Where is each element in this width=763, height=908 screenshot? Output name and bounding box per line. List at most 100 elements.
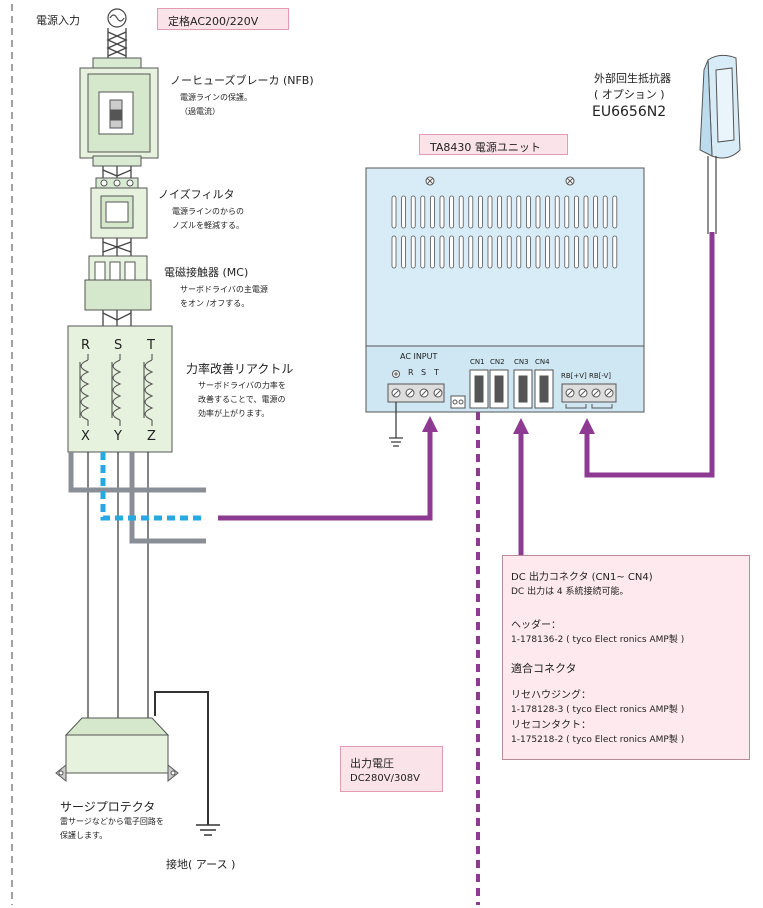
ac-source-icon xyxy=(107,8,127,28)
vent-slot xyxy=(516,195,522,229)
vent-slot xyxy=(535,235,541,269)
dc-connector-box: DC 出力コネクタ (CN1~ CN4) DC 出力は 4 系統接続可能。 ヘッ… xyxy=(502,555,750,760)
purple-ac-line xyxy=(218,428,433,521)
cn2-label: CN2 xyxy=(490,358,505,366)
vent-slot xyxy=(554,235,560,269)
wires-filter-mc xyxy=(102,238,132,256)
vent-slot xyxy=(458,195,464,229)
mc-desc-1: サーボドライバの主電源 xyxy=(180,285,268,294)
dc-compatible: 適合コネクタ xyxy=(511,662,577,675)
vent-slot xyxy=(468,235,474,269)
reactor-box xyxy=(67,325,173,453)
vent-slot xyxy=(391,195,397,229)
vent-slot xyxy=(497,195,503,229)
vent-slot xyxy=(535,195,541,229)
vent-slot xyxy=(516,235,522,269)
reactor-desc-1: サーボドライバの力率を xyxy=(198,381,286,390)
vent-slot xyxy=(439,195,445,229)
vent-slot xyxy=(391,235,397,269)
nfb-desc-2: （過電流） xyxy=(180,107,220,116)
vent-slot xyxy=(429,195,435,229)
vent-slot xyxy=(487,235,493,269)
nfb-title: ノーヒューズブレーカ (NFB) xyxy=(170,74,314,87)
vent-slot xyxy=(583,235,589,269)
vent-slot xyxy=(506,235,512,269)
ac-terminal-s: S xyxy=(421,368,427,377)
vent-slot xyxy=(564,235,570,269)
vent-slot xyxy=(497,235,503,269)
external-resistor-shape xyxy=(699,54,741,234)
ground-label: 接地( アース ) xyxy=(166,858,236,871)
reactor-terminal-x: X xyxy=(81,429,90,444)
vent-slot xyxy=(401,195,407,229)
reactor-output-wires xyxy=(87,452,149,718)
rb-terminal-block xyxy=(561,383,617,409)
arrow-cn xyxy=(513,418,529,434)
rb-plus-label: RB[+V] xyxy=(561,372,587,380)
surge-desc-1: 雷サージなどから電子回路を xyxy=(60,817,164,826)
dc-title: DC 出力コネクタ (CN1~ CN4) xyxy=(511,572,653,583)
vent-slot xyxy=(593,195,598,229)
surge-protector-shape xyxy=(55,717,179,783)
cn4-label: CN4 xyxy=(535,358,550,366)
vent-slot xyxy=(602,235,608,269)
vent-slot xyxy=(593,235,598,269)
vent-slot xyxy=(458,235,464,269)
ground-icon xyxy=(196,824,220,836)
ac-terminal-t: T xyxy=(434,368,439,377)
output-voltage-title: 出力電圧 xyxy=(350,757,394,770)
reactor-terminal-s: S xyxy=(114,338,123,353)
vent-slot xyxy=(583,195,589,229)
rating-label: 定格AC200/220V xyxy=(168,15,259,28)
ground-wire xyxy=(154,691,209,825)
surge-desc-2: 保護します。 xyxy=(60,831,108,840)
vent-slot xyxy=(612,235,618,269)
vent-slot xyxy=(574,235,579,269)
dc-note: DC 出力は 4 系統接続可能。 xyxy=(511,587,629,597)
dc-housing-label: リセハウジング： xyxy=(511,690,591,701)
mc-contactor-shape xyxy=(84,255,152,311)
vent-slot xyxy=(420,195,426,229)
wires-mc-reactor xyxy=(102,310,132,326)
reactor-terminal-y: Y xyxy=(114,429,122,444)
reactor-desc-3: 効率が上がります。 xyxy=(198,409,270,418)
vent-slot xyxy=(468,195,474,229)
vent-slot xyxy=(410,195,416,229)
dc-contact-label: リセコンタクト： xyxy=(511,720,591,731)
noise-filter-desc-2: ノズルを軽減する。 xyxy=(172,221,244,230)
earth-terminal-icon xyxy=(392,370,400,378)
reactor-terminal-r: R xyxy=(81,338,91,353)
ac-input-label: AC INPUT xyxy=(400,352,438,361)
unit-label: TA8430 電源ユニット xyxy=(430,141,541,154)
dc-housing-part: 1-178128-3 ( tyco Elect ronics AMP製 ) xyxy=(511,705,685,715)
resistor-title: 外部回生抵抗器 xyxy=(594,72,671,85)
ac-terminal-block xyxy=(387,383,445,403)
vent-slot xyxy=(574,195,579,229)
purple-rb-line xyxy=(584,232,715,478)
mc-desc-2: をオン /オフする。 xyxy=(180,299,250,308)
arrow-ac-input xyxy=(422,416,438,432)
reactor-desc-2: 改善することで、電源の xyxy=(198,395,286,404)
unit-ground-icon xyxy=(389,437,403,447)
vent-slot xyxy=(602,195,608,229)
vent-slot xyxy=(506,195,512,229)
dc-header-label: ヘッダー： xyxy=(511,620,561,631)
cn1-label: CN1 xyxy=(470,358,485,366)
rb-minus-label: RB[-V] xyxy=(589,372,612,380)
resistor-model: EU6656N2 xyxy=(592,104,667,120)
vent-slot xyxy=(477,235,483,269)
vent-slot xyxy=(487,195,493,229)
mc-title: 電磁接触器 (MC) xyxy=(164,266,249,279)
reactor-terminal-t: T xyxy=(147,338,155,353)
vent-slot xyxy=(439,235,445,269)
dc-contact-part: 1-175218-2 ( tyco Elect ronics AMP製 ) xyxy=(511,735,685,745)
output-voltage-value: DC280V/308V xyxy=(350,773,420,784)
gray-feeder-lines xyxy=(68,452,206,544)
unit-label-box: TA8430 電源ユニット xyxy=(419,134,568,155)
vent-slot xyxy=(554,195,560,229)
vent-slot xyxy=(401,235,407,269)
vent-slot xyxy=(449,195,455,229)
vent-slot xyxy=(429,235,435,269)
cn-connectors xyxy=(469,369,554,409)
